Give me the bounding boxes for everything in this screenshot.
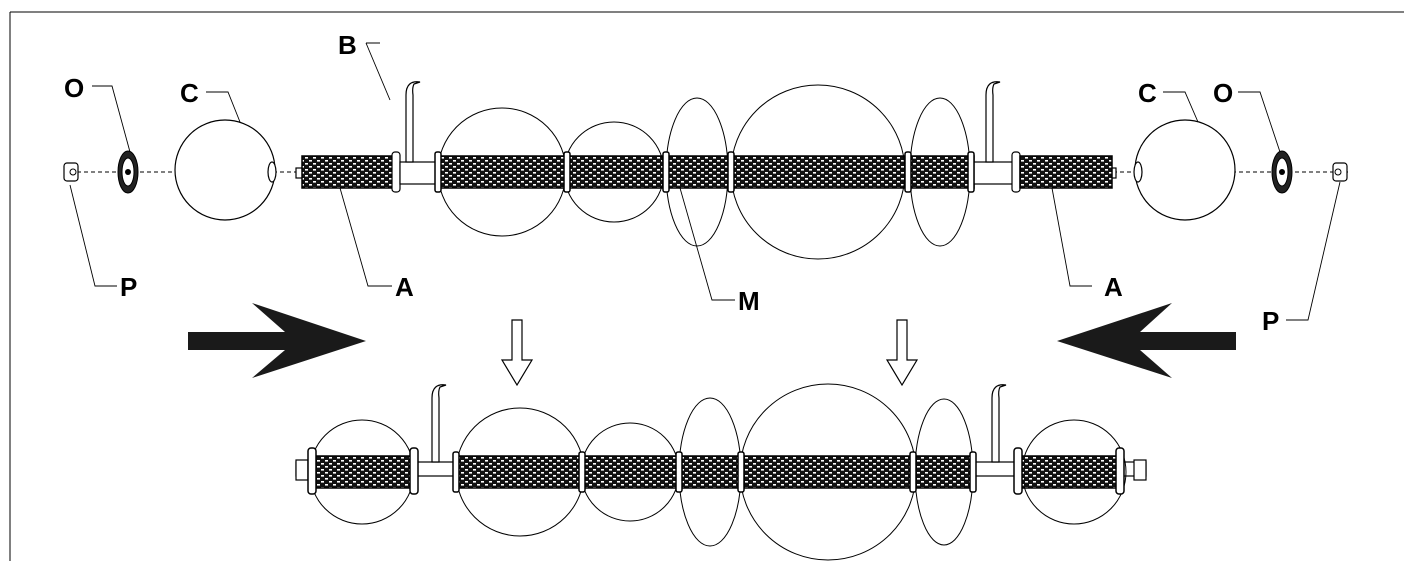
label-m: M — [738, 286, 760, 316]
label-p-left: P — [120, 272, 137, 302]
label-o-right: O — [1213, 78, 1233, 108]
end-ball-right-part — [1133, 119, 1236, 221]
washer-right-part — [1271, 150, 1293, 194]
down-arrow-left-icon — [500, 319, 534, 387]
label-o-left: O — [64, 73, 84, 103]
big-arrow-right-icon — [188, 303, 366, 378]
label-c-left: C — [180, 78, 199, 108]
assembled-view — [295, 383, 1147, 561]
exploded-view — [63, 81, 1350, 260]
nut-left-part — [63, 162, 79, 182]
rod-balls — [434, 84, 975, 260]
label-b: B — [338, 30, 357, 60]
labels: B O C P A M A C O P — [64, 30, 1279, 336]
frame — [9, 11, 1404, 561]
washer-left-part — [117, 150, 139, 194]
label-a-left: A — [395, 272, 414, 302]
nut-right-part — [1332, 162, 1348, 182]
label-c-right: C — [1138, 78, 1157, 108]
down-arrow-right-icon — [885, 319, 919, 387]
end-ball-left-part — [174, 119, 277, 221]
label-a-right: A — [1104, 272, 1123, 302]
big-arrow-left-icon — [1057, 303, 1236, 378]
rod-part — [295, 81, 1117, 193]
leader-lines — [69, 42, 1341, 321]
label-p-right: P — [1262, 306, 1279, 336]
